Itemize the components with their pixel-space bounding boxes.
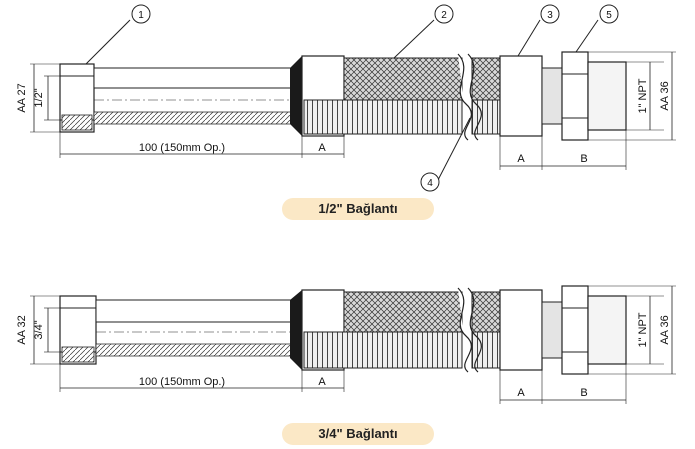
- top-left-outer-dim: AA 27: [16, 83, 28, 112]
- bottom-assembly: AA 32 3/4" 100 (150mm Op.) A A B 1" NPT …: [16, 285, 676, 404]
- bottom-ferrule-right: [499, 289, 543, 371]
- top-npt-thread: [587, 61, 627, 131]
- bottom-a-dim-left: A: [318, 376, 326, 388]
- bottom-right-outer-dim: AA 36: [659, 315, 671, 344]
- top-corrugation-left: [303, 99, 463, 135]
- bottom-gasket: [290, 290, 302, 370]
- top-b-dim: B: [580, 153, 587, 165]
- top-break-mark: [457, 53, 472, 141]
- top-right-outer-dim: AA 36: [659, 81, 671, 110]
- bottom-braid-right: [471, 291, 501, 333]
- top-title-badge: 1/2" Bağlantı: [282, 198, 434, 220]
- top-ferrule-right: [499, 55, 543, 137]
- bottom-a-dim-right: A: [517, 387, 525, 399]
- callout-4-label: 4: [427, 178, 433, 189]
- bottom-left-nut-section: [61, 346, 95, 363]
- bottom-break-mark: [457, 287, 472, 373]
- top-length-dim: 100 (150mm Op.): [139, 142, 225, 154]
- top-braid-right: [471, 57, 501, 101]
- bottom-hex-nut: [561, 285, 589, 375]
- callout-4: [420, 172, 440, 192]
- callout-5-label: 5: [606, 10, 612, 21]
- bottom-npt-thread: [587, 295, 627, 365]
- top-right-thread-dim: 1" NPT: [637, 78, 649, 113]
- top-braid-left: [343, 57, 463, 101]
- top-hex-nut: [561, 51, 589, 141]
- callout-3: [540, 4, 560, 24]
- bottom-b-dim: B: [580, 387, 587, 399]
- top-assembly: 1 2 3 5 4 AA 27 1/2" 100 (150mm Op.) A A…: [16, 4, 676, 192]
- callout-5: [599, 4, 619, 24]
- bottom-left-inner-dim: 3/4": [33, 320, 45, 339]
- bottom-title-badge: 3/4" Bağlantı: [282, 423, 434, 445]
- bottom-tube-section: [95, 343, 301, 357]
- callout-2-label: 2: [441, 10, 447, 21]
- callout-3-label: 3: [547, 10, 553, 21]
- callout-1-label: 1: [138, 10, 144, 21]
- top-left-inner-dim: 1/2": [33, 88, 45, 107]
- top-a-dim-left: A: [318, 142, 326, 154]
- bottom-corrugation-left: [303, 331, 463, 369]
- bottom-length-dim: 100 (150mm Op.): [139, 376, 225, 388]
- bottom-braid-left: [343, 291, 463, 333]
- top-a-dim-right: A: [517, 153, 525, 165]
- top-tube: [93, 67, 301, 89]
- callout-1: [131, 4, 151, 24]
- top-left-nut-section: [61, 114, 93, 131]
- bottom-tube: [95, 299, 301, 323]
- bottom-left-outer-dim: AA 32: [16, 315, 28, 344]
- top-gasket: [290, 56, 302, 136]
- top-tube-section: [93, 111, 301, 125]
- bottom-right-thread-dim: 1" NPT: [637, 312, 649, 347]
- callout-2: [434, 4, 454, 24]
